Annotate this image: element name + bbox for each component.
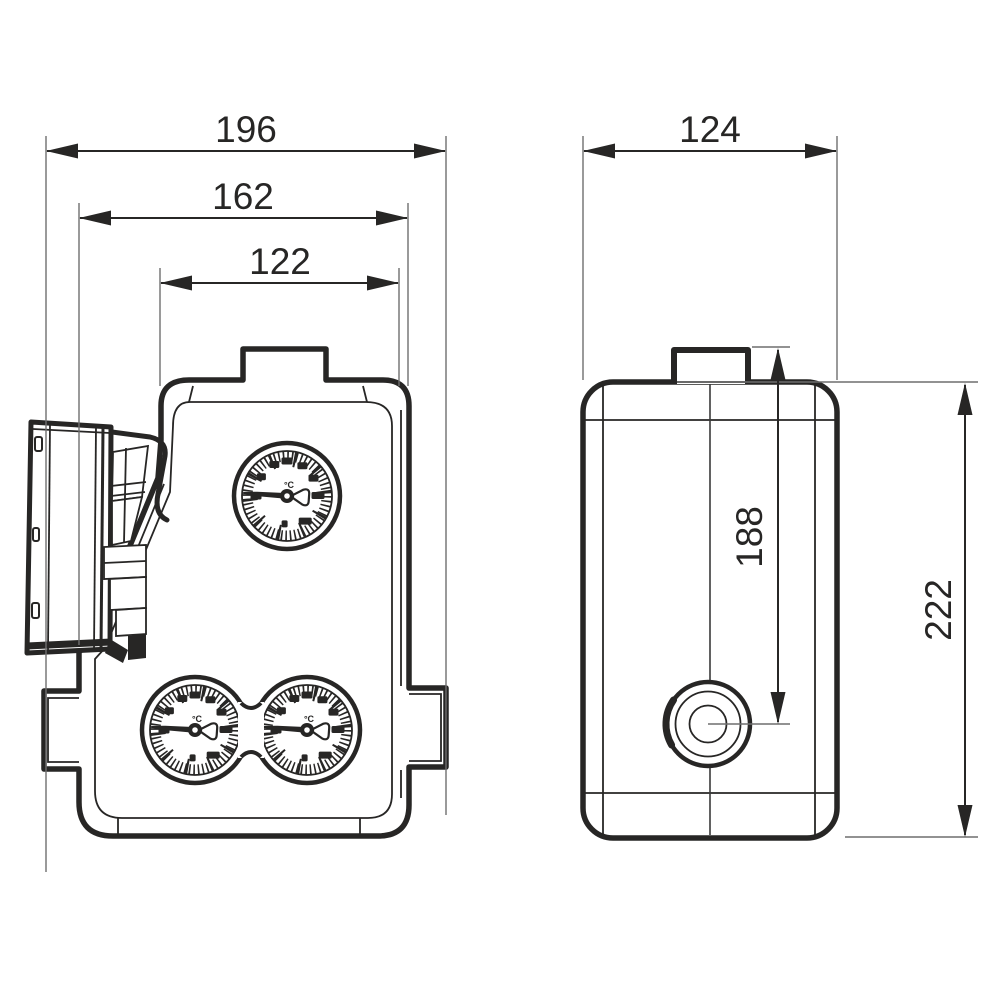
side-view: °C °C °C (24, 346, 449, 839)
dim-arrow-left (583, 143, 615, 159)
panel-clip (34, 436, 43, 452)
dimension-port-height-188: 188 (729, 348, 786, 724)
dim-arrow-right (376, 210, 408, 226)
notch-mask (674, 350, 748, 384)
dim-arrow-down (770, 692, 786, 724)
dim-label-overall-height: 222 (918, 579, 959, 641)
panel-display-line (47, 423, 51, 652)
dimension-depth-124: 124 (583, 109, 837, 159)
dim-arrow-up (957, 383, 973, 415)
gauge-unit-label: °C (192, 714, 203, 724)
gauge-unit-label: °C (284, 480, 295, 490)
side-view-inner-face (94, 401, 393, 819)
dimension-overall-height-222: 222 (918, 383, 973, 837)
gauge-neck (239, 701, 263, 710)
dim-arrow-right (805, 143, 837, 159)
panel-hinge-line (123, 447, 127, 544)
panel-display-line (93, 426, 97, 651)
dimension-body-width-162: 162 (79, 176, 408, 226)
gauge-unit-label: °C (304, 714, 315, 724)
right-pipe-tab-inner (409, 693, 442, 762)
panel-terminal-block (109, 576, 147, 611)
dim-arrow-left (160, 275, 192, 291)
panel-terminal-block (115, 607, 147, 637)
dim-label-depth: 124 (679, 109, 741, 150)
panel-terminal-divider (103, 560, 147, 564)
extension-lines (45, 136, 978, 872)
dim-label-overall-width: 196 (215, 109, 277, 150)
dim-arrow-down (957, 805, 973, 837)
dim-arrow-right (414, 143, 446, 159)
front-view-notch (671, 347, 751, 384)
panel-hinge-wedge (111, 495, 144, 547)
dim-label-top-width: 122 (249, 241, 311, 282)
temperature-gauge-top (234, 443, 340, 549)
control-panel (24, 419, 170, 663)
gauge-neck (239, 750, 263, 759)
panel-mount-bracket (109, 429, 170, 523)
dim-label-body-width: 162 (212, 176, 274, 217)
temperature-gauge-bottom-left (142, 677, 248, 783)
port-accent-arc (662, 696, 678, 749)
panel-bottom-elbow (105, 639, 128, 663)
dim-arrow-up (770, 348, 786, 380)
left-pipe-tab-inner (47, 697, 79, 763)
dimensions: 196 162 122 124 188 (46, 109, 973, 837)
gauge-neck-mask (238, 702, 264, 758)
panel-display-frame (99, 427, 105, 651)
top-band-divider (188, 385, 194, 403)
panel-terminal-cap (128, 634, 146, 660)
front-view (580, 347, 840, 841)
panel-hinge-line (110, 481, 147, 497)
dim-arrow-right (367, 275, 399, 291)
dimension-overall-width-196: 196 (46, 109, 446, 159)
panel-bottom-bar (26, 638, 112, 650)
dim-label-port-height: 188 (729, 506, 770, 568)
panel-clip (32, 527, 40, 542)
top-band-divider (362, 385, 368, 403)
dim-arrow-left (79, 210, 111, 226)
dim-arrow-left (46, 143, 78, 159)
dimension-top-width-122: 122 (160, 241, 399, 291)
panel-clip (31, 602, 40, 619)
temperature-gauge-bottom-right (254, 677, 360, 783)
